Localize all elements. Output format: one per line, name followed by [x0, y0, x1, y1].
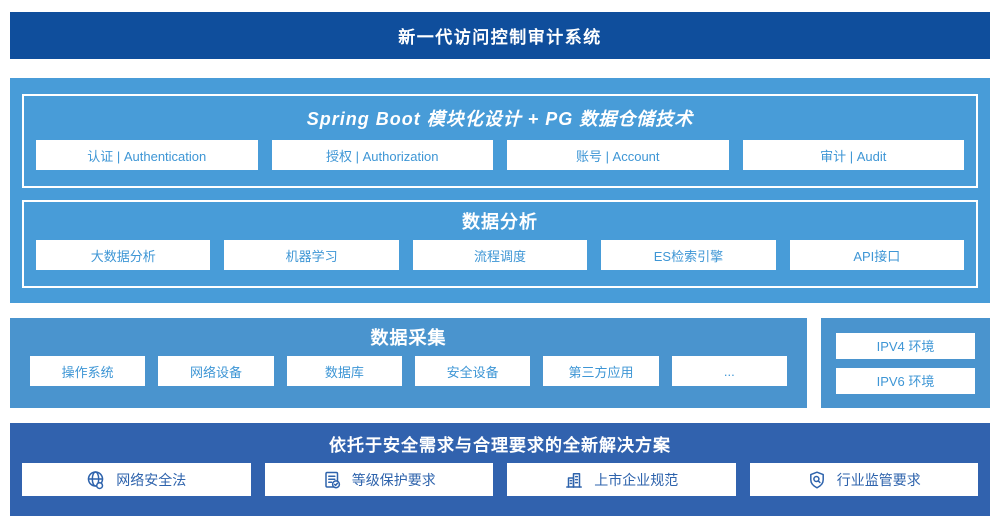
- solution-box-classified-protection: 等级保护要求: [264, 463, 493, 496]
- analysis-box-api: API接口: [789, 240, 965, 270]
- solution-panel: 依托于安全需求与合理要求的全新解决方案 网络安全法: [10, 423, 990, 516]
- analysis-box-machine-learning: 机器学习: [224, 240, 399, 270]
- title-banner: 新一代访问控制审计系统: [10, 12, 990, 59]
- document-check-icon: [322, 470, 342, 490]
- collection-box-network-device: 网络设备: [158, 356, 274, 386]
- solution-box-label: 上市企业规范: [594, 471, 679, 488]
- analysis-box-bigdata: 大数据分析: [36, 240, 211, 270]
- globe-icon: [86, 470, 106, 490]
- module-layer-title: Spring Boot 模块化设计 + PG 数据仓储技术: [306, 109, 694, 129]
- solution-title: 依托于安全需求与合理要求的全新解决方案: [329, 435, 671, 455]
- shield-search-icon: [807, 470, 827, 490]
- platform-panel: Spring Boot 模块化设计 + PG 数据仓储技术 认证 | Authe…: [10, 78, 990, 303]
- module-box-audit: 审计 | Audit: [742, 140, 964, 170]
- module-box-authentication: 认证 | Authentication: [36, 140, 258, 170]
- analysis-box-workflow: 流程调度: [412, 240, 588, 270]
- module-layer: Spring Boot 模块化设计 + PG 数据仓储技术 认证 | Authe…: [22, 94, 978, 188]
- analysis-layer: 数据分析 大数据分析 机器学习 流程调度 ES检索引擎 API接口: [22, 200, 978, 288]
- collection-box-row: 操作系统 网络设备 数据库 安全设备 第三方应用 ...: [10, 356, 807, 386]
- collection-box-os: 操作系统: [30, 356, 146, 386]
- collection-panel: 数据采集 操作系统 网络设备 数据库 安全设备 第三方应用 ...: [10, 318, 807, 408]
- solution-box-network-security-law: 网络安全法: [22, 463, 251, 496]
- analysis-box-es-search: ES检索引擎: [601, 240, 776, 270]
- solution-box-listed-company: 上市企业规范: [507, 463, 736, 496]
- solution-box-industry-regulation: 行业监管要求: [749, 463, 978, 496]
- analysis-box-row: 大数据分析 机器学习 流程调度 ES检索引擎 API接口: [24, 240, 976, 270]
- collection-box-more: ...: [671, 356, 787, 386]
- module-box-authorization: 授权 | Authorization: [271, 140, 493, 170]
- analysis-layer-title: 数据分析: [462, 212, 538, 232]
- buildings-icon: [564, 470, 584, 490]
- collection-box-security-device: 安全设备: [414, 356, 531, 386]
- env-box-ipv6: IPV6 环境: [836, 367, 975, 394]
- env-box-ipv4: IPV4 环境: [836, 332, 975, 359]
- module-box-row: 认证 | Authentication 授权 | Authorization 账…: [24, 140, 976, 170]
- solution-box-label: 网络安全法: [116, 471, 187, 488]
- collection-title: 数据采集: [370, 328, 447, 348]
- solution-box-label: 行业监管要求: [836, 471, 921, 488]
- collection-box-database: 数据库: [286, 356, 402, 386]
- solution-box-row: 网络安全法 等级保护要求: [10, 463, 990, 496]
- module-box-account: 账号 | Account: [507, 140, 729, 170]
- page-title: 新一代访问控制审计系统: [398, 28, 602, 47]
- solution-box-label: 等级保护要求: [351, 471, 436, 488]
- environment-panel: IPV4 环境 IPV6 环境: [821, 318, 990, 408]
- collection-box-third-party-app: 第三方应用: [543, 356, 659, 386]
